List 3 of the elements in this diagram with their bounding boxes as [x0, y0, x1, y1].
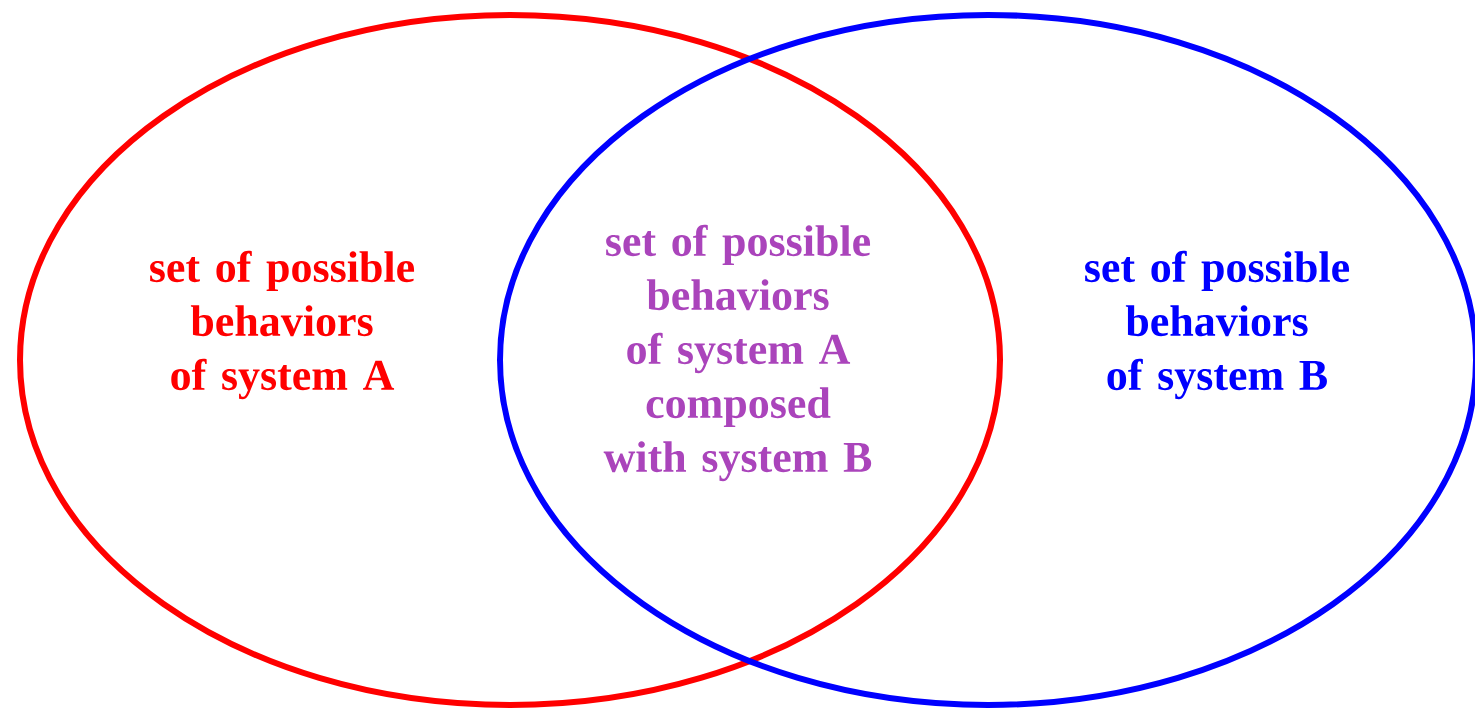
set-label: set of possible behaviors of system B — [1085, 250, 1350, 400]
intersection-label: set of possible behaviors of system A composed with system B — [603, 224, 872, 482]
set-label: set of possible behaviors of system A — [150, 250, 415, 400]
